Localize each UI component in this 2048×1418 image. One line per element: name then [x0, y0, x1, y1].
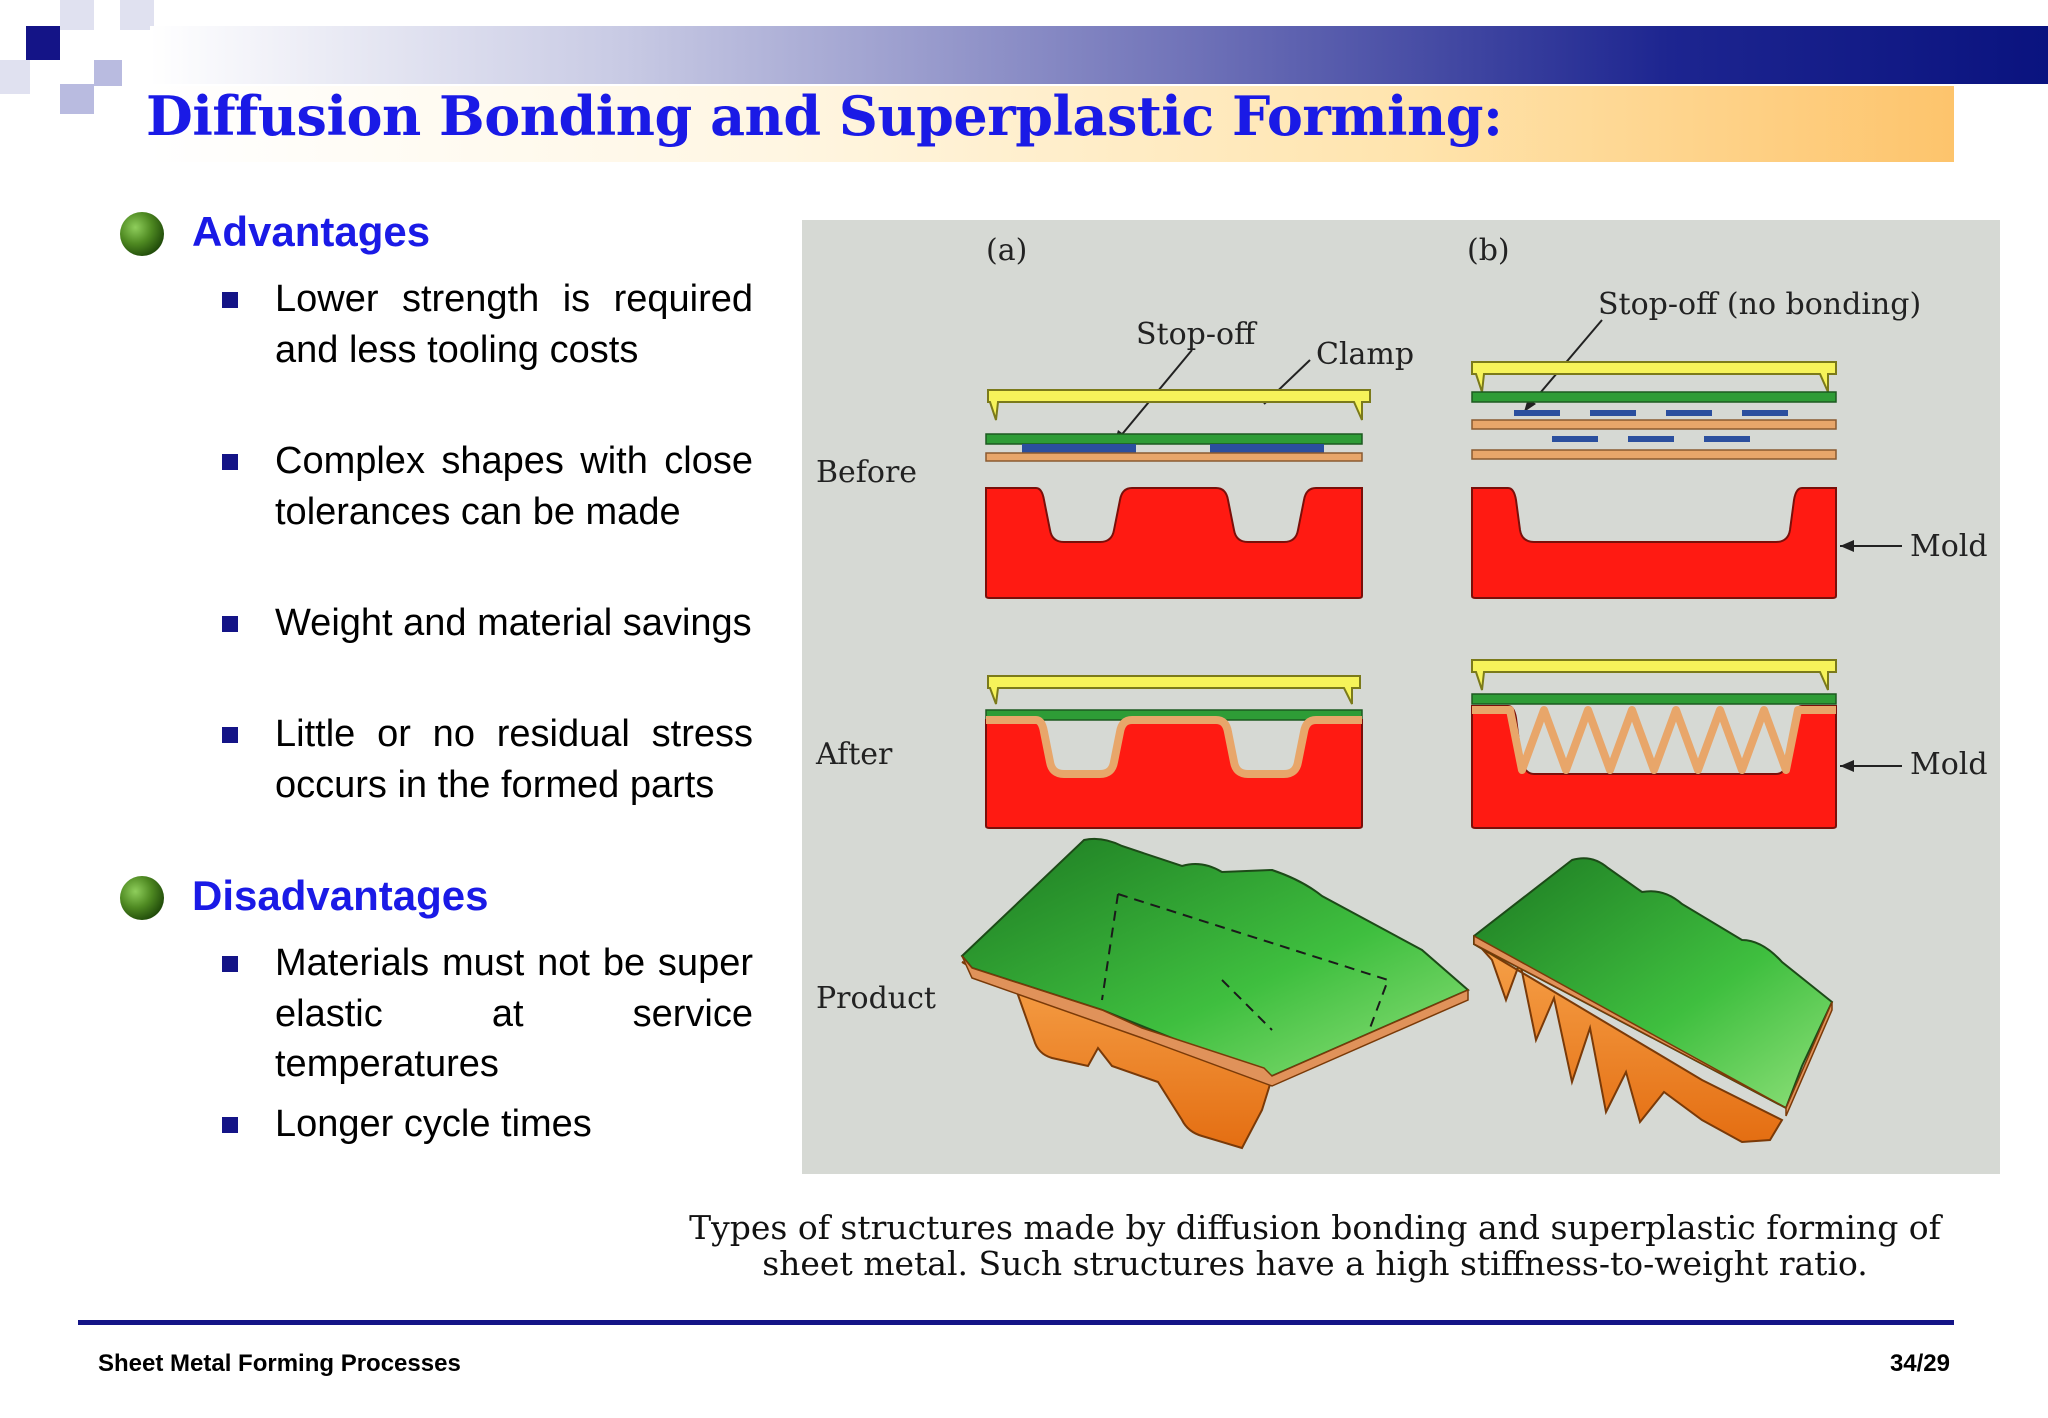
footer-course-title: Sheet Metal Forming Processes [98, 1350, 461, 1377]
advantage-item: Lower strength is required and less tool… [275, 278, 753, 371]
panel-b-label: (b) [1467, 233, 1510, 268]
disadvantage-item: Materials must not be super elastic at s… [275, 942, 753, 1085]
stopoff-nobond-label: Stop-off (no bonding) [1598, 287, 1921, 322]
stopoff-label: Stop-off [1136, 317, 1258, 352]
header-square-mid [60, 84, 94, 114]
header-square-light [60, 0, 94, 30]
footer-divider [78, 1320, 1954, 1325]
process-diagram: (a) (b) Before After Product Stop-off Cl… [815, 233, 1988, 1150]
bullet-square-icon [222, 616, 238, 632]
advantages-heading: Advantages [192, 208, 431, 255]
advantage-item: Little or no residual stress occurs in t… [275, 713, 753, 806]
title-highlight-band [148, 86, 1954, 162]
process-figure: (a) (b) Before After Product Stop-off Cl… [802, 220, 2000, 1174]
advantage-item: Complex shapes with close tolerances can… [275, 440, 753, 533]
advantage-item: Weight and material savings [275, 602, 752, 644]
header-square-light [120, 0, 154, 30]
mold-label: Mold [1910, 747, 1988, 782]
row-product-label: Product [816, 981, 936, 1016]
panel-b-product [1473, 857, 1834, 1144]
mold-label: Mold [1910, 529, 1988, 564]
disadvantages-heading: Disadvantages [192, 872, 489, 919]
figure-caption: Types of structures made by diffusion bo… [689, 1208, 1941, 1283]
bullet-square-icon [222, 956, 238, 972]
panel-a-after [985, 675, 1363, 829]
section-bullet-icon [120, 876, 164, 920]
bullet-square-icon [222, 1117, 238, 1133]
panel-b-before [1471, 361, 1837, 599]
panel-b-after [1471, 659, 1837, 829]
bullet-square-icon [222, 454, 238, 470]
section-bullet-icon [120, 212, 164, 256]
header-square-mid [94, 60, 122, 86]
panel-a-product [960, 837, 1470, 1150]
slide-title: Diffusion Bonding and Superplastic Formi… [146, 84, 1503, 148]
row-before-label: Before [816, 455, 917, 490]
bullet-square-icon [222, 727, 238, 743]
header-gradient-band [150, 26, 2048, 84]
header-square-dark [26, 26, 60, 60]
header-square-light [0, 60, 30, 94]
clamp-label: Clamp [1316, 337, 1414, 372]
footer-page-number: 34/29 [1889, 1350, 1950, 1377]
panel-a-label: (a) [986, 233, 1027, 268]
row-after-label: After [815, 737, 893, 772]
panel-a-before [985, 389, 1371, 599]
bullet-square-icon [222, 292, 238, 308]
disadvantage-item: Longer cycle times [275, 1103, 592, 1145]
